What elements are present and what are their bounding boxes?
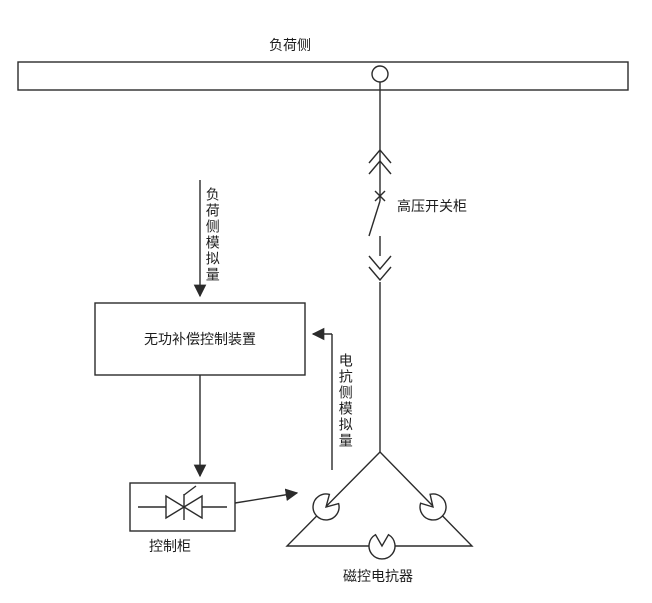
thyristor-triangle-right <box>165 494 186 520</box>
drawout-chevron-lower-1 <box>368 255 392 271</box>
control-cabinet-label: 控制柜 <box>149 538 191 554</box>
reactor-winding-left <box>312 493 340 521</box>
thyristor-gate-line <box>183 485 197 496</box>
busbar-tap-circle <box>371 65 389 83</box>
control-device-label: 无功补偿控制装置 <box>144 331 256 347</box>
cabinet-to-reactor-arrow <box>234 488 299 504</box>
reactor-winding-right <box>419 493 447 521</box>
reactor-analog-label: 电抗侧模拟量 <box>337 353 354 449</box>
drawout-chevron-upper-1 <box>368 148 392 164</box>
busbar-rect <box>17 61 629 91</box>
mcr-label: 磁控电抗器 <box>343 568 413 584</box>
thyristor-triangle-left <box>182 494 203 520</box>
hv-switchgear-label: 高压开关柜 <box>397 198 467 214</box>
load-side-label: 负荷侧 <box>269 37 311 53</box>
drawout-chevron-upper-2 <box>368 159 392 175</box>
breaker-blade <box>368 200 381 237</box>
breaker-cross-2 <box>374 190 386 202</box>
load-analog-label: 负荷侧模拟量 <box>204 187 221 283</box>
drawout-chevron-lower-2 <box>368 266 392 282</box>
reactor-winding-bottom <box>368 533 396 560</box>
